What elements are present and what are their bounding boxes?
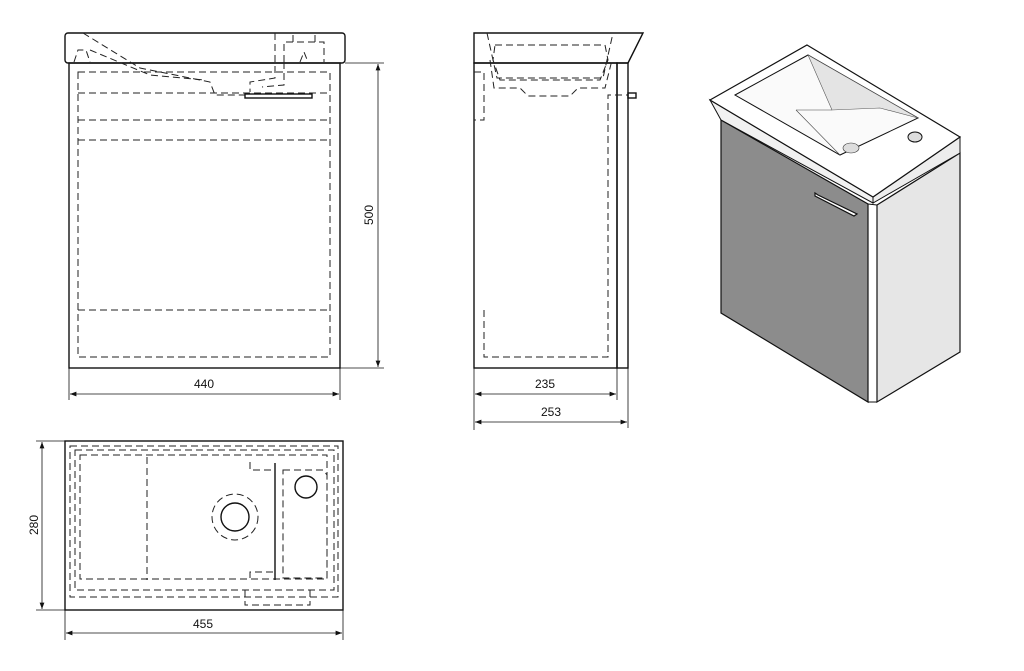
cabinet-side-panel (876, 151, 961, 404)
handle-side (627, 92, 637, 99)
basin-top-side (473, 32, 645, 64)
height-dimension: 500 (362, 205, 376, 225)
door-edge (616, 62, 629, 369)
cabinet-side (473, 62, 618, 369)
top-view: 280 455 (27, 440, 344, 640)
isometric-view (708, 44, 962, 404)
width-dimension: 440 (194, 377, 214, 391)
tap-hole-iso (907, 131, 923, 143)
door-handle-iso (814, 191, 859, 217)
basin-outline-top (64, 440, 344, 611)
door-handle (244, 93, 313, 99)
top-width-dimension: 455 (193, 617, 213, 631)
cabinet-body (68, 62, 341, 369)
cabinet-depth-dimension: 235 (535, 377, 555, 391)
front-view: 500 440 (64, 32, 384, 400)
depth-dimension: 280 (27, 515, 41, 535)
total-depth-dimension: 253 (541, 405, 561, 419)
side-view: 235 253 (473, 32, 645, 430)
drain-hole (220, 502, 250, 532)
tap-hole (294, 475, 318, 499)
